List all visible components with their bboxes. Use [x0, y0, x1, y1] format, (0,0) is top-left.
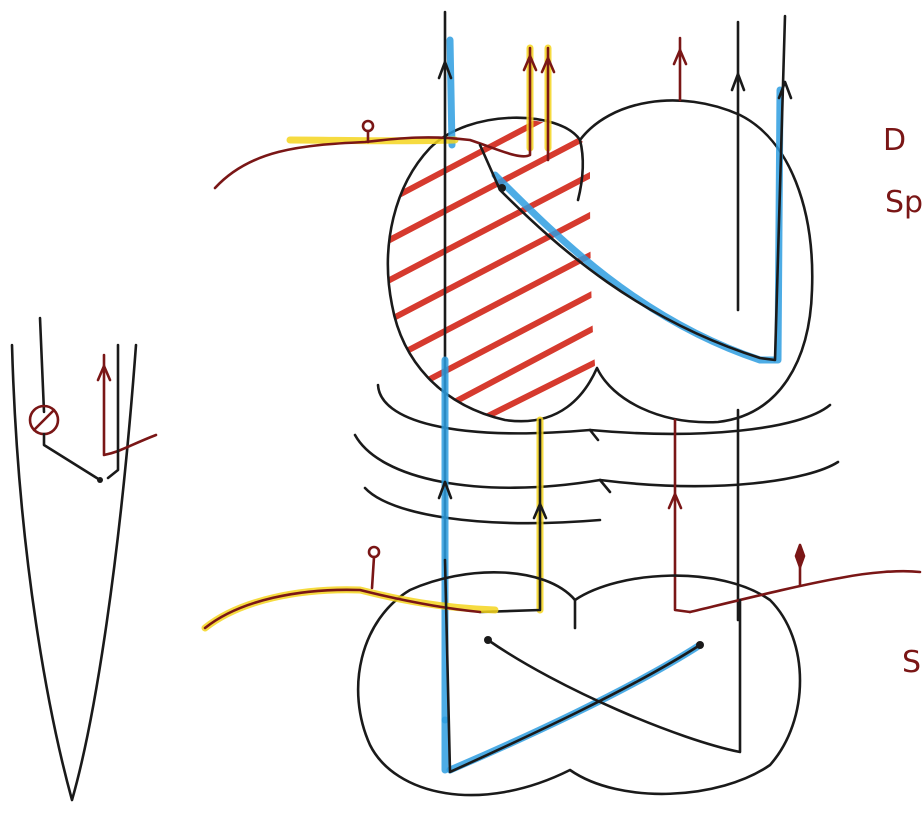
side-view-cone: [12, 318, 156, 800]
lower-cord-section: [205, 545, 920, 795]
upper-cord-section: [215, 12, 812, 560]
lesion-hatching: [380, 110, 600, 425]
label-top-right: D: [883, 123, 906, 158]
cord-boundary-arcs: [355, 385, 838, 523]
label-top-right-2: Sp: [885, 185, 923, 220]
label-bottom-right: S: [902, 645, 921, 680]
